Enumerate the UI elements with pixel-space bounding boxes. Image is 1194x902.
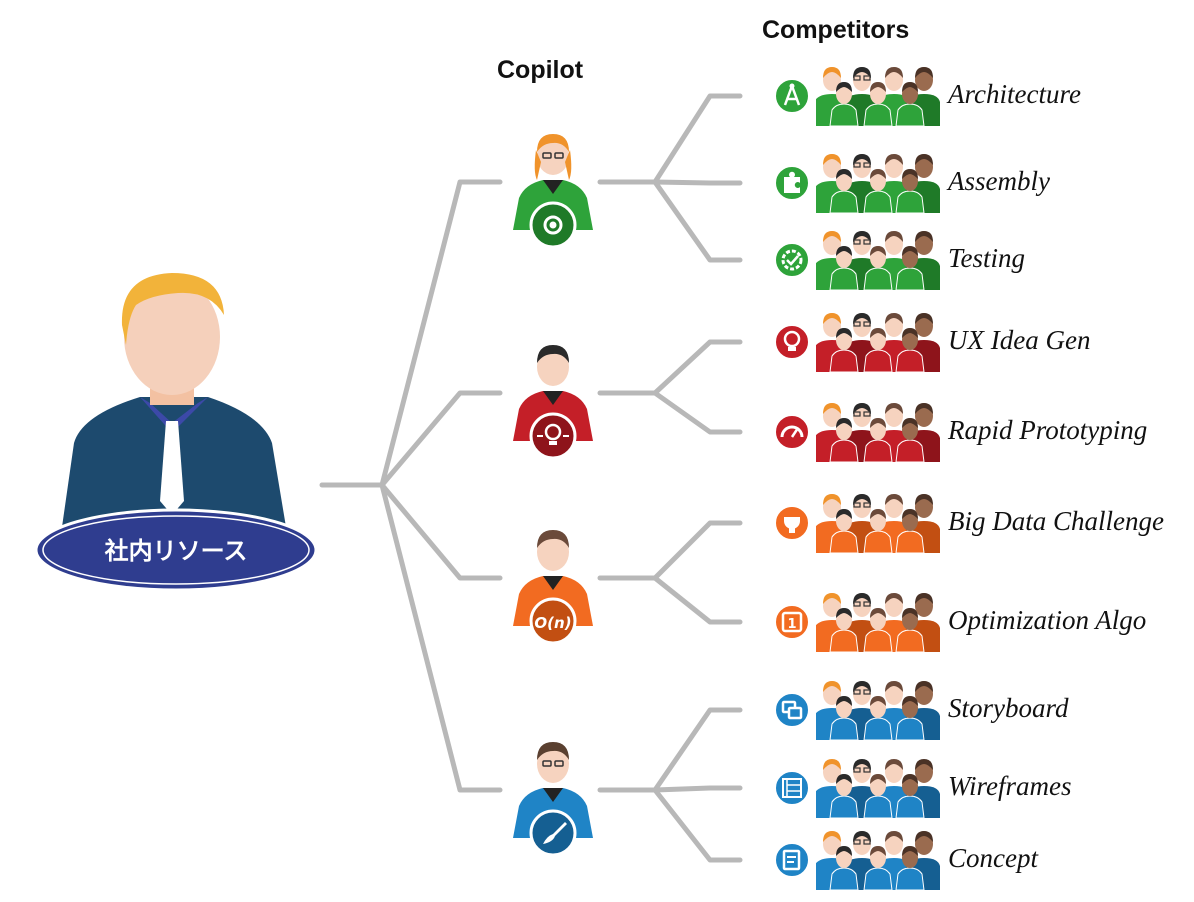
wireframe-icon xyxy=(774,770,810,806)
category-label: Optimization Algo xyxy=(948,605,1147,635)
trophy-icon xyxy=(774,505,810,541)
svg-text:1: 1 xyxy=(787,617,796,632)
category-label: Wireframes xyxy=(948,771,1072,801)
category-label: UX Idea Gen xyxy=(948,325,1091,355)
team-group-icon xyxy=(816,154,940,213)
businessman-avatar-icon xyxy=(62,273,286,527)
category-label: Rapid Prototyping xyxy=(948,415,1148,445)
lightbulb-icon xyxy=(774,324,810,360)
brush-icon xyxy=(543,822,567,844)
check-gear-icon xyxy=(774,242,810,278)
copilot-green-figure xyxy=(513,134,593,249)
competitors-header: Competitors xyxy=(762,16,910,44)
number-one-icon: 1 xyxy=(774,604,810,640)
category-label: Assembly xyxy=(948,166,1050,196)
team-group-icon xyxy=(816,759,940,818)
internal-resource-figure: 社内リソース xyxy=(34,273,318,592)
gear-icon xyxy=(543,215,563,235)
team-group-icon xyxy=(816,67,940,126)
copilot-badge-text: O(n) xyxy=(534,614,571,632)
team-group-icon xyxy=(816,593,940,652)
team-group-icon xyxy=(816,831,940,890)
team-group-icon xyxy=(816,494,940,553)
category-label: Concept xyxy=(948,843,1038,873)
team-group-icon xyxy=(816,231,940,290)
team-group-icon xyxy=(816,313,940,372)
category-label: Big Data Challenge xyxy=(948,506,1164,536)
category-label: Architecture xyxy=(948,79,1081,109)
team-group-icon xyxy=(816,681,940,740)
document-icon xyxy=(774,842,810,878)
compass-icon xyxy=(774,78,810,114)
puzzle-icon xyxy=(774,165,810,201)
lightbulb-icon xyxy=(537,423,569,445)
copilot-red-figure xyxy=(513,345,593,460)
speedometer-icon xyxy=(774,414,810,450)
copilot-blue-figure xyxy=(513,742,593,857)
copilot-orange-figure: O(n) xyxy=(513,530,593,645)
resource-label: 社内リソース xyxy=(105,537,248,565)
big-o-icon: O(n) xyxy=(534,614,571,632)
team-group-icon xyxy=(816,403,940,462)
copilot-header: Copilot xyxy=(497,56,584,84)
frames-icon xyxy=(774,692,810,728)
category-label: Testing xyxy=(948,243,1026,273)
category-label: Storyboard xyxy=(948,693,1069,723)
